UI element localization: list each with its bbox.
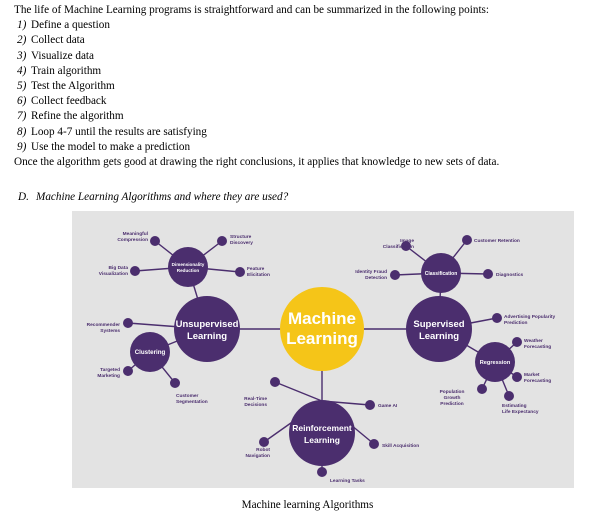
reinforcement-label-1: Reinforcement <box>292 423 352 433</box>
dimensionality-label-2: Reduction <box>177 268 200 273</box>
leaf-market-2: Forecasting <box>524 378 551 384</box>
reinforcement-learning-node <box>289 400 355 466</box>
dimensionality-label-1: Dimensionality <box>172 262 205 267</box>
machine-learning-center <box>280 287 364 371</box>
leaf-targeted-1: Targeted <box>100 367 120 373</box>
hub-labels: Unsupervised Learning Supervised Learnin… <box>176 319 465 445</box>
list-item: 9)Use the model to make a prediction <box>17 140 191 153</box>
leaf-identity-2: Detection <box>365 275 387 281</box>
supervised-learning-node <box>406 296 472 362</box>
center-line2: Learning <box>286 329 358 348</box>
leaf-learningtasks: Learning Tasks <box>330 478 365 484</box>
leaf-robot-1: Robot <box>256 447 270 453</box>
list-item: 6)Collect feedback <box>17 95 107 108</box>
leaf-feature-2: Elicitation <box>247 272 270 278</box>
list-item: 7)Refine the algorithm <box>17 110 124 123</box>
regression-node <box>475 342 515 382</box>
unsupervised-label-1: Unsupervised <box>176 319 239 330</box>
leaf-bigdata-2: Visualization <box>99 271 128 277</box>
ml-diagram: Machine Learning Unsupervised Learning S… <box>72 211 574 488</box>
figure-caption: Machine learning Algorithms <box>241 499 374 511</box>
unsupervised-learning-node <box>174 296 240 362</box>
clustering-label: Clustering <box>135 349 166 356</box>
subhub-labels: Dimensionality Reduction Clustering Clas… <box>135 262 511 366</box>
leaf-customerseg-1: Customer <box>176 393 199 399</box>
unsupervised-label-2: Learning <box>187 331 227 342</box>
leaf-labels: Meaningful Compression Structure Discove… <box>87 231 556 484</box>
center-line1: Machine <box>288 309 356 328</box>
leaf-market-1: Market <box>524 372 540 378</box>
leaf-meaningful-2: Compression <box>117 237 148 243</box>
leaf-population-1: Population <box>440 389 465 395</box>
list-item: 3)Visualize data <box>17 49 95 62</box>
leaf-meaningful-1: Meaningful <box>123 231 148 237</box>
classification-label: Classification <box>425 271 458 277</box>
leaf-retention: Customer Retention <box>474 238 520 244</box>
leaf-lifeexp-1: Estimating <box>502 403 527 409</box>
leaf-feature-1: Feature <box>247 266 265 272</box>
leaf-skill: Skill Acquisition <box>382 443 419 449</box>
leaf-weather-1: Weather <box>524 338 543 344</box>
center-label: Machine Learning <box>286 309 358 348</box>
leaf-advertising-1: Advertising Popularity <box>504 314 556 320</box>
dimensionality-reduction-node <box>168 247 208 287</box>
leaf-recommender-2: Systems <box>100 328 120 334</box>
ml-diagram-figure: Machine Learning Unsupervised Learning S… <box>72 211 574 488</box>
leaf-diagnostics: Diagnostics <box>496 272 524 278</box>
leaf-structure-1: Structure <box>230 234 252 240</box>
leaf-weather-2: Forecasting <box>524 344 551 350</box>
leaf-robot-2: Navigation <box>245 453 270 459</box>
outro-paragraph: Once the algorithm gets good at drawing … <box>14 156 500 169</box>
leaf-identity-1: Identity Fraud <box>355 269 387 275</box>
list-item: 2)Collect data <box>17 34 85 47</box>
leaf-dots <box>123 235 522 477</box>
leaf-realtime-1: Real-Time <box>244 396 267 402</box>
leaf-image-2: Classification <box>383 244 414 250</box>
clustering-node <box>130 332 170 372</box>
intro-paragraph: The life of Machine Learning programs is… <box>14 4 490 16</box>
reinforcement-label-2: Learning <box>304 435 340 445</box>
leaf-customerseg-2: Segmentation <box>176 399 208 405</box>
list-item: 8)Loop 4-7 until the results are satisfy… <box>17 125 207 138</box>
leaf-structure-2: Discovery <box>230 240 253 246</box>
leaf-advertising-2: Prediction <box>504 320 528 326</box>
supervised-label-1: Supervised <box>413 319 464 330</box>
leaf-lifeexp-2: Life Expectancy <box>502 409 539 415</box>
regression-label: Regression <box>480 360 511 366</box>
leaf-targeted-2: Marketing <box>97 373 120 379</box>
leaf-population-3: Prediction <box>440 401 464 407</box>
leaf-recommender-1: Recommender <box>87 322 120 328</box>
section-heading: D.Machine Learning Algorithms and where … <box>18 191 289 203</box>
leaf-gameai: Game AI <box>378 403 398 409</box>
classification-node <box>421 253 461 293</box>
leaf-population-2: Growth <box>444 395 461 401</box>
list-item: 1)Define a question <box>17 19 110 32</box>
list-item: 4)Train algorithm <box>17 64 102 77</box>
leaf-realtime-2: Decisions <box>244 402 267 408</box>
leaf-bigdata-1: Big Data <box>109 265 129 271</box>
supervised-label-2: Learning <box>419 331 459 342</box>
leaf-image-1: Image <box>400 238 414 244</box>
body-text: The life of Machine Learning programs is… <box>14 3 610 170</box>
list-item: 5)Test the Algorithm <box>17 80 115 93</box>
